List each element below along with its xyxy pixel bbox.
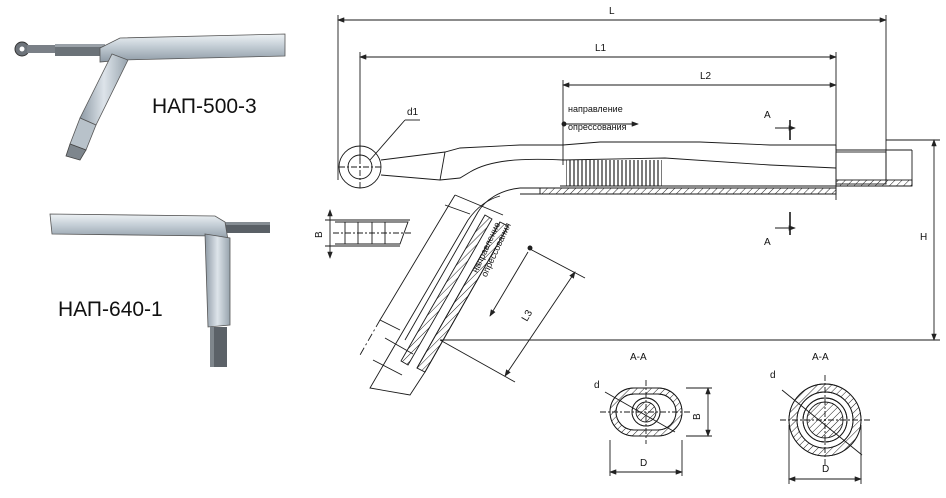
dim-label-B: B bbox=[314, 231, 325, 238]
section-aa-left bbox=[600, 380, 712, 476]
press-direction-label-inclined: направление опрессования bbox=[470, 217, 513, 278]
dim-label-L2: L2 bbox=[700, 71, 712, 82]
dim-label-L1: L1 bbox=[595, 43, 607, 54]
section-title-right: A-A bbox=[812, 352, 829, 363]
dim-label-B-section: B bbox=[692, 413, 703, 420]
caption-nap-640-1: НАП-640-1 bbox=[58, 298, 163, 321]
dim-label-d-left: d bbox=[594, 380, 600, 391]
dim-label-H: H bbox=[920, 232, 928, 243]
dim-label-L: L bbox=[609, 6, 615, 17]
photo-nap-640-1 bbox=[49, 213, 270, 367]
eye-terminal bbox=[14, 41, 57, 57]
photo-nap-500-3 bbox=[14, 33, 286, 161]
dim-line-L3 bbox=[504, 271, 576, 377]
dim-label-D-right: D bbox=[822, 464, 830, 475]
press-direction-label: направление опрессования bbox=[568, 104, 627, 132]
dim-label-d-right: d bbox=[770, 370, 776, 381]
press-direction-line1: направление bbox=[568, 104, 623, 114]
section-mark-bottom: A bbox=[764, 237, 771, 248]
section-title-left: A-A bbox=[630, 352, 647, 363]
caption-nap-500-3: НАП-500-3 bbox=[152, 95, 257, 118]
dim-label-D-left: D bbox=[640, 458, 648, 469]
eye bbox=[338, 145, 382, 189]
section-mark-top: A bbox=[764, 110, 771, 121]
dim-label-d1: d1 bbox=[407, 107, 419, 118]
dim-label-L3: L3 bbox=[520, 308, 536, 324]
press-direction-line2: опрессования bbox=[568, 122, 627, 132]
